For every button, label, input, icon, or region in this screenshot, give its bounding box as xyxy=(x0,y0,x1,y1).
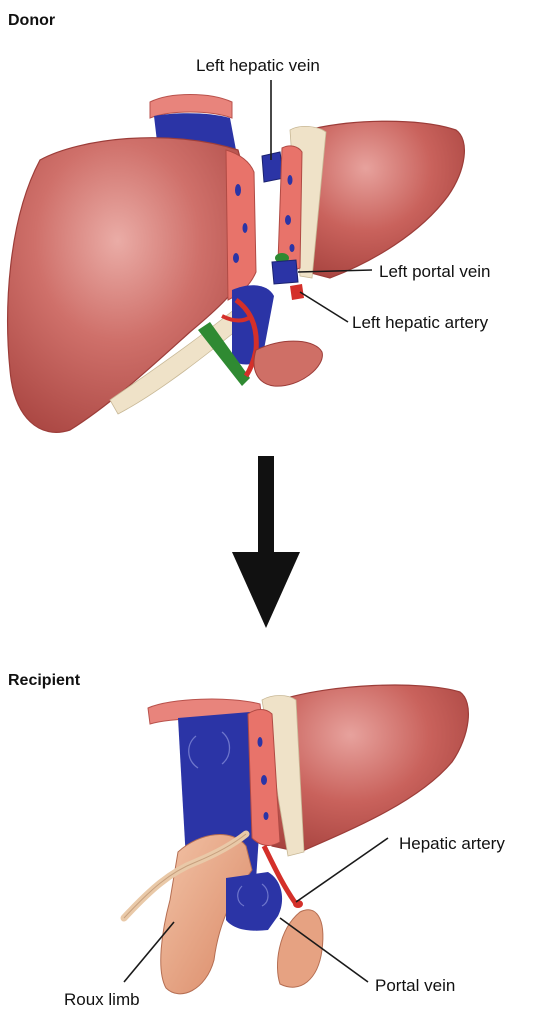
transition-arrow-icon xyxy=(232,456,300,628)
donor-duodenum xyxy=(254,341,322,386)
recipient-heading: Recipient xyxy=(8,671,80,691)
label-left-hepatic-vein: Left hepatic vein xyxy=(196,56,320,76)
portal-vein-recipient xyxy=(226,872,282,931)
label-roux-limb: Roux limb xyxy=(64,990,140,1010)
label-left-hepatic-artery: Left hepatic artery xyxy=(352,313,488,333)
label-hepatic-artery: Hepatic artery xyxy=(399,834,505,854)
left-hepatic-artery-stump xyxy=(290,284,304,300)
donor-heading: Donor xyxy=(8,11,55,31)
cut-surface-left xyxy=(278,146,302,270)
left-portal-vein-stump xyxy=(272,260,298,284)
label-portal-vein: Portal vein xyxy=(375,976,455,996)
cut-surface-right xyxy=(226,150,256,300)
label-left-portal-vein: Left portal vein xyxy=(379,262,491,282)
